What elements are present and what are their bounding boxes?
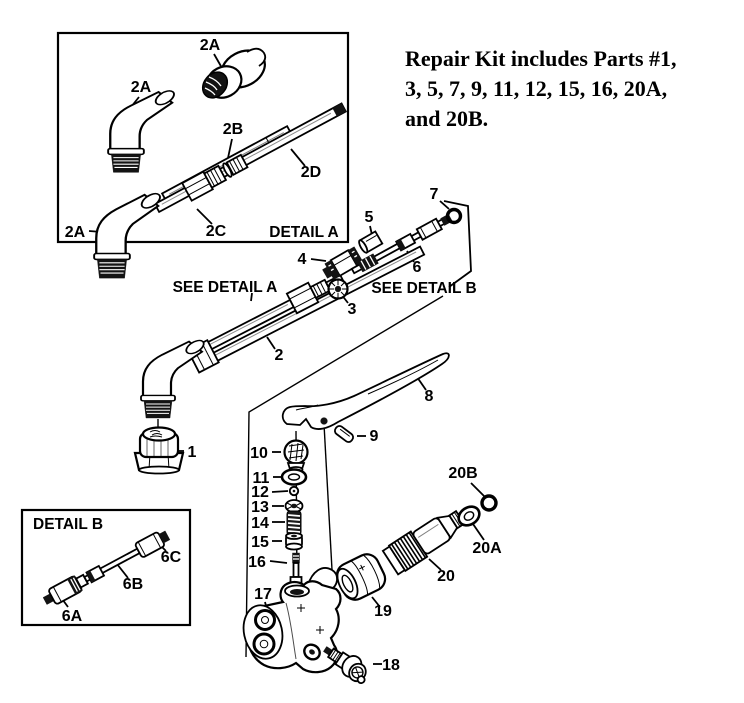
trigger-pivot-hole xyxy=(320,417,328,425)
part-label-2c: 2C xyxy=(206,223,227,240)
part-label-11: 11 xyxy=(253,470,270,487)
part-3-washer xyxy=(327,278,349,300)
part-11-o-ring xyxy=(280,468,308,486)
detail-b-title: DETAIL B xyxy=(33,516,103,533)
part-label-5: 5 xyxy=(365,209,374,226)
part-label-20: 20 xyxy=(437,568,455,585)
part-label-2b: 2B xyxy=(223,121,243,138)
part-label-6b: 6B xyxy=(123,576,143,593)
see-detail-b-callout: SEE DETAIL B xyxy=(371,280,476,297)
part-label-6a: 6A xyxy=(62,608,83,625)
part-13-washer xyxy=(284,499,304,513)
part-2-elbow xyxy=(139,336,208,420)
part-label-10: 10 xyxy=(250,445,268,462)
part-label-20b: 20B xyxy=(448,465,477,482)
part-label-19: 19 xyxy=(374,603,392,620)
part-18-drain-valve xyxy=(323,646,367,685)
part-2a-coupling-top xyxy=(201,47,267,99)
part-label-13: 13 xyxy=(251,499,269,516)
see-detail-a-callout: SEE DETAIL A xyxy=(173,279,278,296)
part-14-spring xyxy=(286,510,302,536)
part-2a-elbow-bottom xyxy=(92,189,165,280)
part-number-labels: 2A 2A 2B 2D 2C 2A 1 2 3 4 5 6 7 8 9 10 1… xyxy=(62,37,502,674)
detail-a-title: DETAIL A xyxy=(269,224,338,241)
part-label-15: 15 xyxy=(251,534,269,551)
part-9-pin xyxy=(334,425,354,443)
part-label-1: 1 xyxy=(188,444,197,461)
part-label-12: 12 xyxy=(251,484,269,501)
part-label-6c: 6C xyxy=(161,549,182,566)
part-label-2d: 2D xyxy=(301,164,321,181)
detail-b-box xyxy=(20,508,192,627)
part-6-detail-rod xyxy=(42,530,171,605)
part-10-cap xyxy=(283,439,309,473)
part-label-20a: 20A xyxy=(472,540,502,557)
detail-a-box xyxy=(56,31,350,244)
part-7-o-ring xyxy=(445,207,463,225)
part-12-ring xyxy=(288,485,300,497)
part-20a-washer xyxy=(457,505,481,527)
part-20b-o-ring xyxy=(480,494,498,512)
part-label-2a-bottom: 2A xyxy=(65,224,86,241)
part-label-7: 7 xyxy=(430,186,439,203)
part-8-trigger-lever xyxy=(281,352,450,430)
part-label-8: 8 xyxy=(425,388,434,405)
part-5-bushing xyxy=(358,230,384,254)
part-label-3: 3 xyxy=(348,301,357,318)
part-17-valve-body xyxy=(242,567,342,674)
part-1-nut xyxy=(133,426,185,475)
part-label-2: 2 xyxy=(275,347,284,364)
part-15-packing-nut xyxy=(285,532,303,551)
part-label-2a-top: 2A xyxy=(200,37,221,54)
part-2d-tube xyxy=(153,102,348,214)
part-label-16: 16 xyxy=(248,554,266,571)
repair-kit-note: Repair Kit includes Parts #1, 3, 5, 7, 9… xyxy=(405,46,677,131)
part-2a-elbow-mid xyxy=(106,87,179,174)
part-label-2a-mid: 2A xyxy=(131,79,152,96)
part-label-14: 14 xyxy=(251,515,269,532)
part-label-18: 18 xyxy=(382,657,400,674)
part-label-4: 4 xyxy=(298,251,307,268)
part-label-17: 17 xyxy=(254,586,272,603)
part-label-6: 6 xyxy=(413,259,422,276)
detail-b-bracket xyxy=(443,200,472,288)
part-19-coupling-nut xyxy=(335,553,387,601)
part-label-9: 9 xyxy=(370,428,379,445)
part-20-outlet-fitting xyxy=(381,509,469,576)
